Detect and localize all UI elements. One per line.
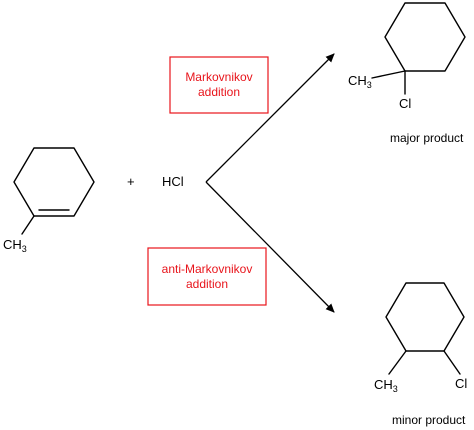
minor-product-methyl-label: CH3 xyxy=(374,377,398,394)
anti-markovnikov-label-line2: addition xyxy=(186,277,228,291)
major-product-structure: CH3 Cl major product xyxy=(348,2,466,145)
anti-markovnikov-condition-box: anti-Markovnikov addition xyxy=(147,247,267,306)
markovnikov-label-line1: Markovnikov xyxy=(185,70,252,84)
major-product-chlorine-label: Cl xyxy=(399,96,411,111)
minor-product-chlorine-bond xyxy=(443,350,461,375)
minor-product-structure: CH3 Cl minor product xyxy=(374,282,467,427)
reagent-hcl: HCl xyxy=(162,174,184,189)
reactant-methylcyclohexene: CH3 xyxy=(3,147,95,254)
minor-product-ring xyxy=(385,282,465,352)
major-product-methyl-bond xyxy=(371,70,406,79)
minor-product-chlorine-label: Cl xyxy=(455,376,467,391)
markovnikov-label-line2: addition xyxy=(198,85,240,99)
reactant-ring xyxy=(13,147,95,217)
reactant-methyl-label: CH3 xyxy=(3,237,27,254)
major-product-methyl-label: CH3 xyxy=(348,73,372,90)
plus-sign: + xyxy=(127,174,135,189)
major-product-ring xyxy=(384,2,466,72)
reactant-methyl-bond xyxy=(21,215,35,235)
arrow-to-major-product xyxy=(205,53,335,183)
anti-markovnikov-label-line1: anti-Markovnikov xyxy=(162,262,253,276)
minor-product-methyl-bond xyxy=(388,350,407,375)
markovnikov-condition-box: Markovnikov addition xyxy=(169,56,269,114)
major-product-caption: major product xyxy=(390,131,464,145)
minor-product-caption: minor product xyxy=(392,413,466,427)
arrow-to-minor-product xyxy=(205,181,335,313)
